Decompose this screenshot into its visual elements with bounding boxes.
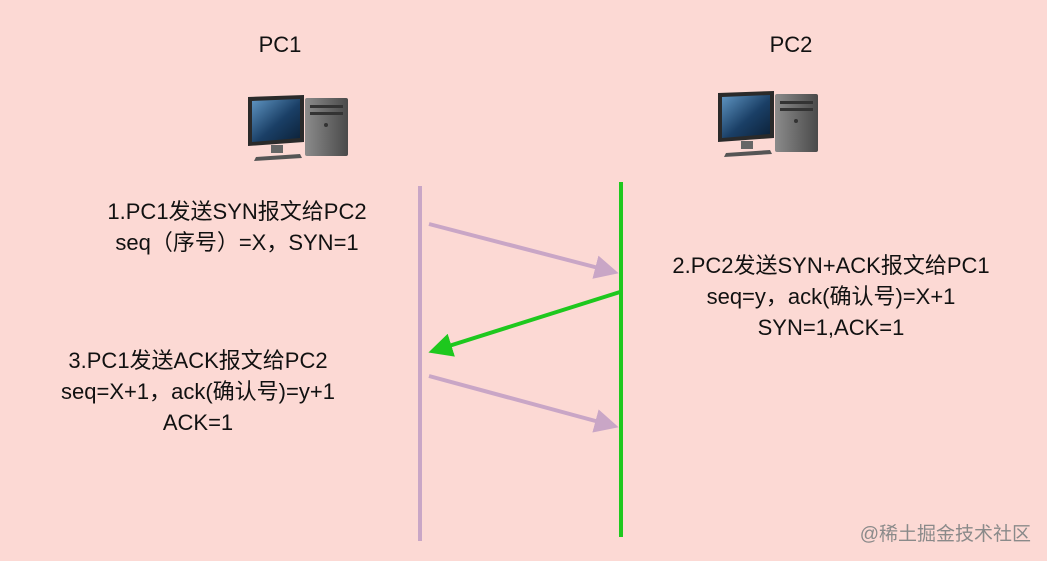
step-1-line-2: seq（序号）=X，SYN=1 [115,230,359,255]
syn-ack-arrow [428,290,621,357]
step-3-text: 3.PC1发送ACK报文给PC2 seq=X+1，ack(确认号)=y+1 AC… [61,345,335,438]
syn-arrow [428,222,619,279]
step-3-line-2: seq=X+1，ack(确认号)=y+1 [61,379,335,404]
ack-arrow [428,374,619,433]
step-2-line-3: SYN=1,ACK=1 [757,315,905,340]
pc2-computer-icon [718,91,818,157]
step-3-line-3: ACK=1 [162,410,234,435]
pc1-computer-icon [248,95,348,161]
pc2-label: PC2 [769,32,813,57]
step-1-text: 1.PC1发送SYN报文给PC2 seq（序号）=X，SYN=1 [107,196,366,258]
step-2-line-1: 2.PC2发送SYN+ACK报文给PC1 [672,253,990,278]
pc1-label: PC1 [258,32,302,57]
step-1-line-1: 1.PC1发送SYN报文给PC2 [107,199,367,224]
step-2-text: 2.PC2发送SYN+ACK报文给PC1 seq=y，ack(确认号)=X+1 … [672,250,989,343]
step-3-line-1: 3.PC1发送ACK报文给PC2 [68,348,328,373]
watermark: @稀土掘金技术社区 [859,524,1031,545]
step-2-line-2: seq=y，ack(确认号)=X+1 [706,284,956,309]
